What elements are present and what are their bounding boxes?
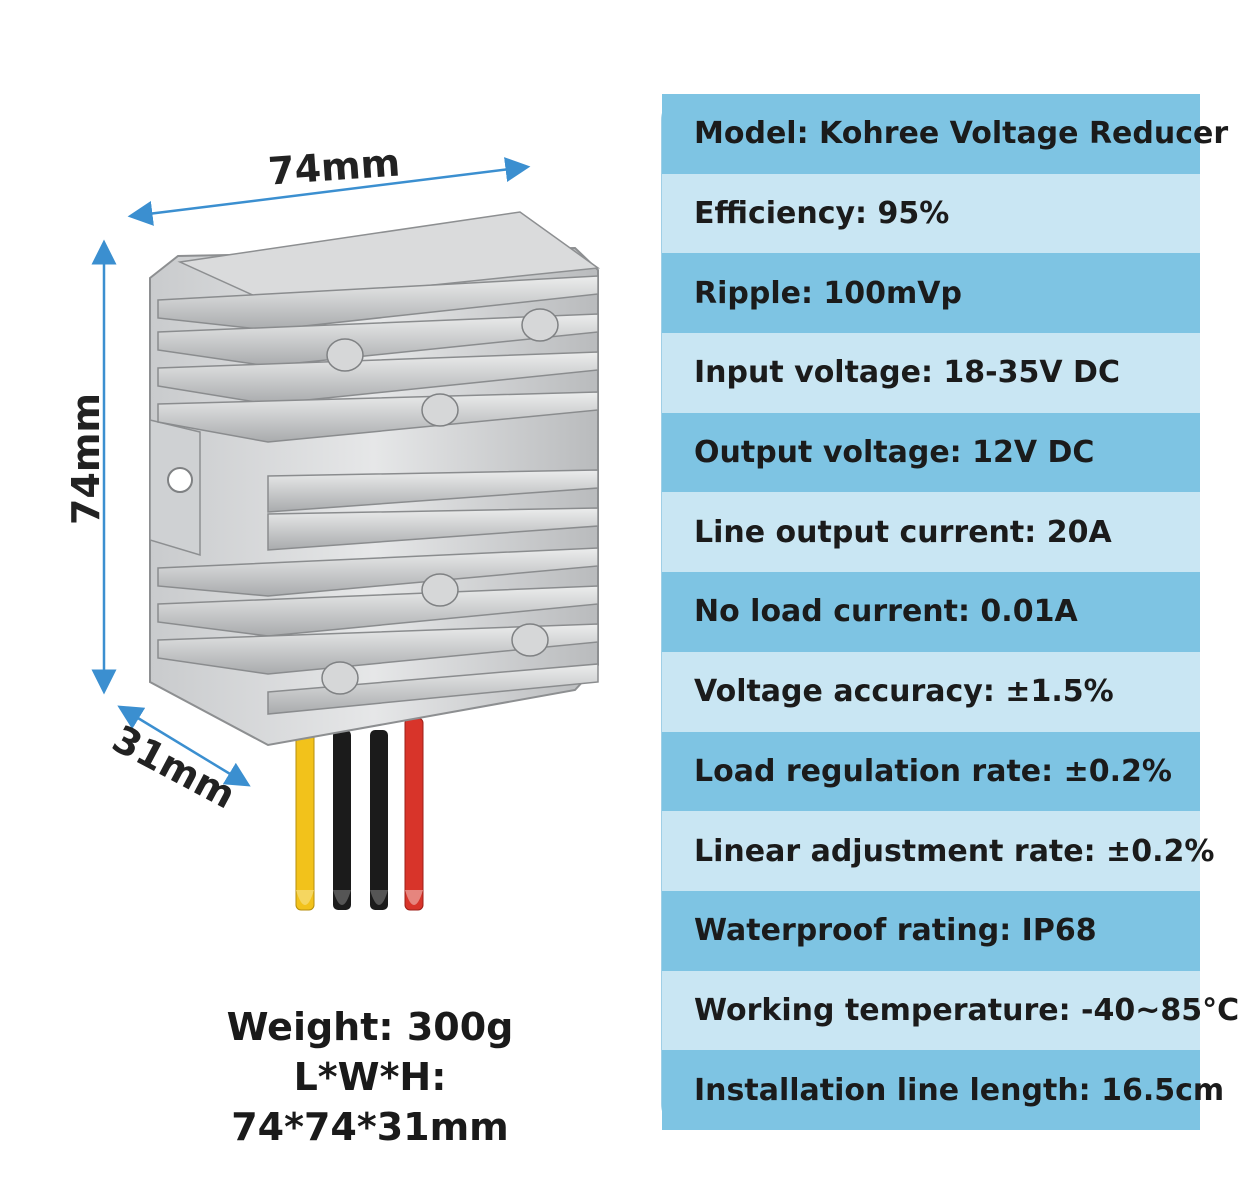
spec-row-input-voltage: Input voltage: 18-35V DC bbox=[662, 333, 1200, 413]
product-illustration: 74mm 74mm 31mm Weight: 300g L*W*H: 74*74… bbox=[64, 140, 601, 1152]
product-info: Weight: 300g L*W*H: 74*74*31mm bbox=[150, 1002, 590, 1152]
heatsink-body bbox=[149, 211, 601, 747]
spec-row-no-load-current: No load current: 0.01A bbox=[662, 572, 1200, 652]
spec-table: Model: Kohree Voltage Reducer Efficiency… bbox=[662, 94, 1239, 1130]
spec-row-load-regulation: Load regulation rate: ±0.2% bbox=[662, 731, 1200, 812]
wires bbox=[295, 717, 424, 911]
weight-text: Weight: 300g bbox=[226, 1005, 514, 1049]
spec-row-voltage-accuracy: Voltage accuracy: ±1.5% bbox=[662, 651, 1200, 732]
left-dimension-label: 74mm bbox=[64, 392, 109, 526]
spec-row-waterproof: Waterproof rating: IP68 bbox=[662, 890, 1200, 971]
depth-dimension-arrow bbox=[117, 705, 251, 787]
voltage-reducer-image bbox=[91, 157, 601, 911]
spec-row-efficiency: Efficiency: 95% bbox=[662, 173, 1200, 254]
spec-row-ripple: Ripple: 100mVp bbox=[662, 253, 1200, 334]
top-dimension-label: 74mm bbox=[266, 140, 402, 194]
top-dimension-arrow bbox=[127, 157, 531, 226]
size-text: L*W*H: 74*74*31mm bbox=[231, 1055, 509, 1149]
spec-row-output-voltage: Output voltage: 12V DC bbox=[662, 412, 1200, 493]
spec-row-temperature: Working temperature: -40~85°C bbox=[662, 970, 1239, 1051]
spec-row-model: Model: Kohree Voltage Reducer bbox=[662, 94, 1228, 174]
spec-row-linear-adjustment: Linear adjustment rate: ±0.2% bbox=[662, 811, 1214, 891]
spec-row-line-length: Installation line length: 16.5cm bbox=[662, 1050, 1224, 1130]
spec-row-output-current: Line output current: 20A bbox=[662, 492, 1200, 573]
